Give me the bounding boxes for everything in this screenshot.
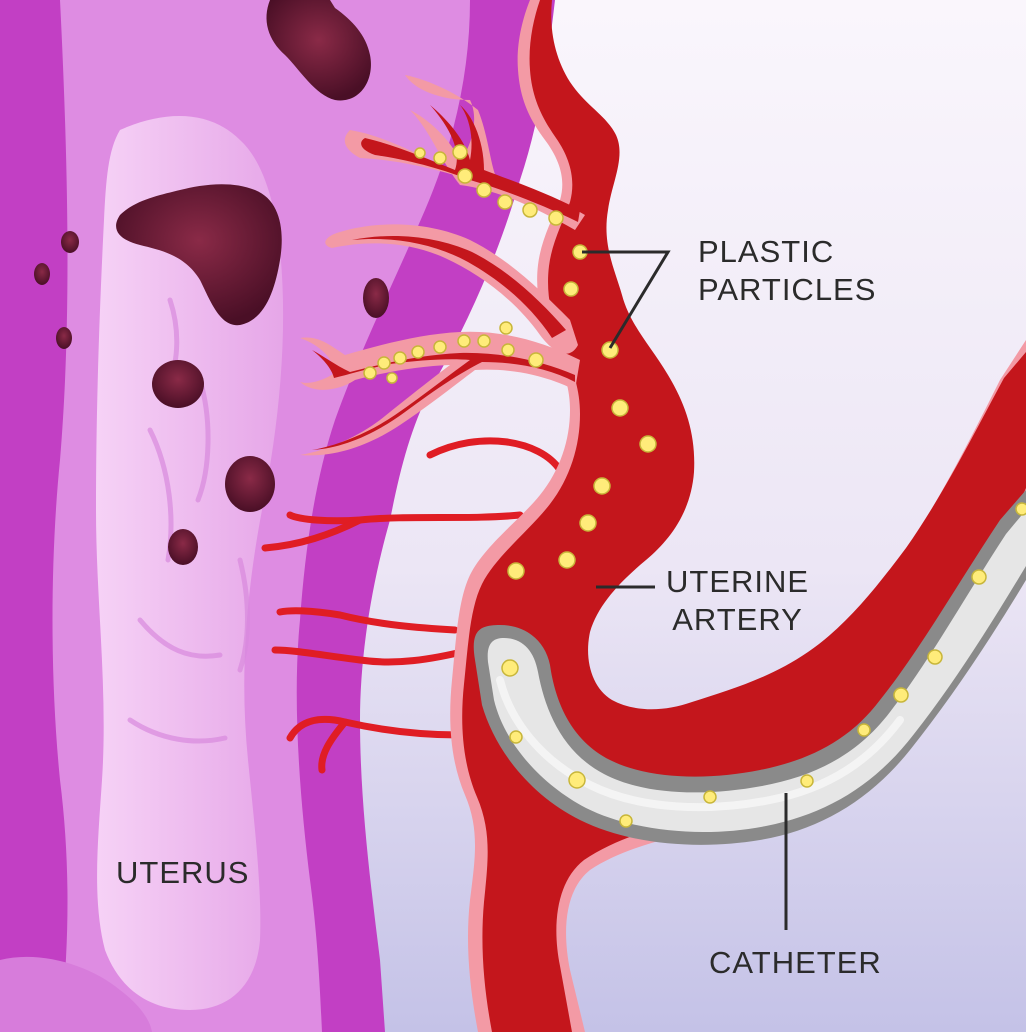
fibroid-small-1 [61, 231, 79, 253]
small-arteries [261, 437, 564, 774]
uterus-lower-segment [0, 956, 152, 1032]
fibroid-large [116, 184, 282, 326]
catheter-body [487, 510, 1026, 832]
catheter-highlight [496, 676, 904, 812]
branch-upper-blood [361, 105, 580, 222]
uterine-artery-label-line-1: UTERINE [666, 564, 810, 599]
plastic-particles-label: PLASTIC PARTICLES [698, 233, 876, 309]
fibroid-medium-2 [152, 360, 204, 408]
fibroid-medium-1 [363, 278, 389, 318]
plastic-particles-label-line-1: PLASTIC [698, 234, 835, 269]
fibroid-small-2 [34, 263, 50, 285]
endometrium-folds [127, 297, 250, 744]
artery-branches [300, 75, 585, 456]
fibroid-small-3 [56, 327, 72, 349]
fibroid-top [266, 0, 371, 101]
fibroid-small-4 [168, 529, 198, 565]
leader-lines [582, 250, 788, 930]
fibroid-medium-3 [225, 456, 275, 512]
catheter-label: CATHETER [709, 945, 882, 980]
plastic-particles-label-line-2: PARTICLES [698, 272, 877, 307]
uterine-artery-label-line-2: ARTERY [672, 602, 803, 637]
catheter [473, 490, 1026, 845]
leader-particles [582, 250, 671, 349]
branch-middle-blood [352, 236, 566, 338]
uterine-artery-label: UTERINE ARTERY [666, 563, 809, 639]
plastic-particles [363, 144, 1026, 828]
uterus-label: UTERUS [116, 855, 250, 890]
fibroids [34, 0, 389, 565]
